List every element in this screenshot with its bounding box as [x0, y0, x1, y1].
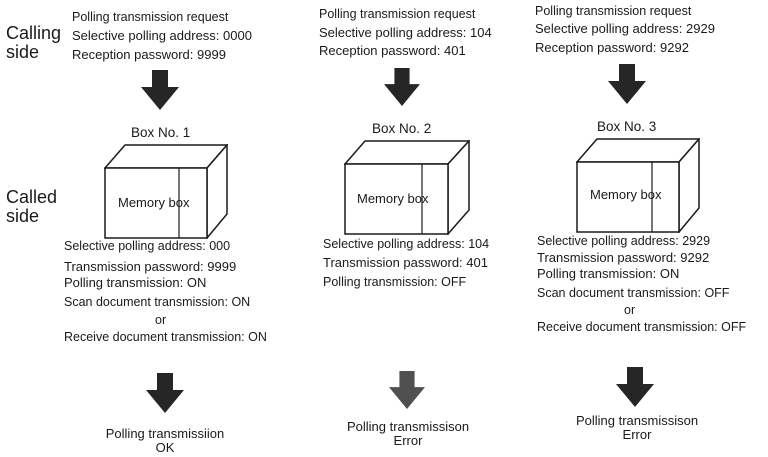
memory-box-label: Memory box	[357, 191, 429, 206]
request-title: Polling transmission request	[535, 4, 692, 18]
setting-address: Selective polling address: 104	[323, 237, 490, 251]
request-password: Reception password: 9292	[535, 40, 689, 55]
memory-box-label: Memory box	[590, 187, 662, 202]
down-arrow-icon	[141, 70, 179, 110]
request-address: Selective polling address: 0000	[72, 28, 252, 43]
down-arrow-icon	[146, 373, 184, 413]
called-side-label: Called side	[6, 187, 58, 226]
result-text: Polling transmissison Error	[575, 413, 699, 443]
setting-address: Selective polling address: 000	[64, 239, 231, 253]
request-title: Polling transmission request	[72, 10, 229, 24]
box-title: Box No. 1	[131, 125, 191, 140]
result-text: Polling transmissiion OK	[105, 426, 225, 456]
setting-receive: Receive document transmission: ON	[64, 330, 267, 344]
setting-scan: Scan document transmission: OFF	[537, 286, 730, 300]
request-address: Selective polling address: 104	[319, 25, 492, 40]
down-arrow-icon	[384, 68, 420, 106]
request-address: Selective polling address: 2929	[535, 21, 715, 36]
setting-scan: Scan document transmission: ON	[64, 295, 251, 309]
setting-password: Transmission password: 9292	[537, 250, 710, 265]
setting-password: Transmission password: 9999	[64, 259, 237, 274]
setting-polling: Polling transmission: OFF	[323, 275, 467, 289]
setting-password: Transmission password: 401	[323, 255, 488, 270]
request-password: Reception password: 9999	[72, 47, 226, 62]
memory-box-icon	[104, 144, 228, 239]
memory-box-icon	[576, 138, 700, 233]
setting-polling: Polling transmission: ON	[64, 275, 207, 290]
setting-or: or	[155, 313, 167, 327]
setting-receive: Receive document transmission: OFF	[537, 320, 747, 334]
setting-polling: Polling transmission: ON	[537, 266, 680, 281]
memory-box-label: Memory box	[118, 195, 190, 210]
setting-address: Selective polling address: 2929	[537, 234, 711, 248]
down-arrow-icon	[389, 371, 425, 409]
memory-box-icon	[344, 140, 470, 235]
setting-or: or	[624, 303, 636, 317]
result-text: Polling transmissison Error	[346, 419, 470, 449]
down-arrow-icon	[608, 64, 646, 104]
request-title: Polling transmission request	[319, 7, 476, 21]
request-password: Reception password: 401	[319, 43, 466, 58]
box-title: Box No. 3	[597, 119, 657, 134]
calling-side-label: Calling side	[6, 23, 62, 62]
box-title: Box No. 2	[372, 121, 432, 136]
down-arrow-icon	[616, 367, 654, 407]
